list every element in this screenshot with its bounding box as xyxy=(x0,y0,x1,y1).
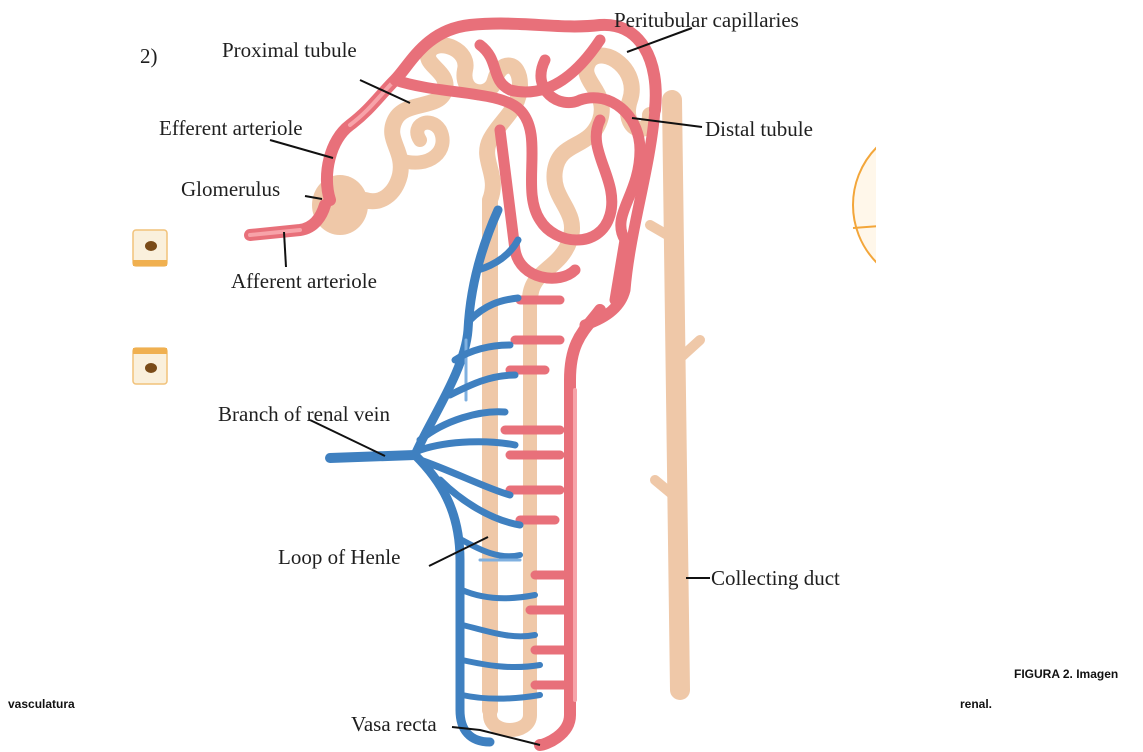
collecting-duct-shape xyxy=(672,100,680,690)
venous-rung-6 xyxy=(420,442,515,450)
partial-circle-decoration xyxy=(853,110,1143,310)
proximal-loop-2 xyxy=(400,123,443,163)
renal-vein-branch-vessel xyxy=(330,455,415,458)
venous-rung-13 xyxy=(462,695,540,699)
caption-right-word: renal. xyxy=(960,697,992,711)
label-vasa-recta: Vasa recta xyxy=(351,712,437,736)
caption-left-word: vasculatura xyxy=(8,697,75,711)
label-loop-of-henle: Loop of Henle xyxy=(278,545,400,569)
label-branch-renal-vein: Branch of renal vein xyxy=(218,402,391,426)
label-distal-tubule: Distal tubule xyxy=(705,117,813,141)
label-proximal-tubule: Proximal tubule xyxy=(222,38,357,62)
label-collecting-duct: Collecting duct xyxy=(711,566,840,590)
label-glomerulus: Glomerulus xyxy=(181,177,280,201)
vasa-recta-arterial-limb xyxy=(540,310,600,745)
cell-thumbnail-2 xyxy=(133,348,167,384)
panel-number: 2) xyxy=(140,44,158,68)
label-peritubular-capillaries: Peritubular capillaries xyxy=(614,8,799,32)
label-efferent-arteriole: Efferent arteriole xyxy=(159,116,303,140)
label-afferent-arteriole: Afferent arteriole xyxy=(231,269,377,293)
caption-figure-title: FIGURA 2. Imagen xyxy=(1014,667,1118,681)
cell-thumbnail-1 xyxy=(133,230,167,266)
